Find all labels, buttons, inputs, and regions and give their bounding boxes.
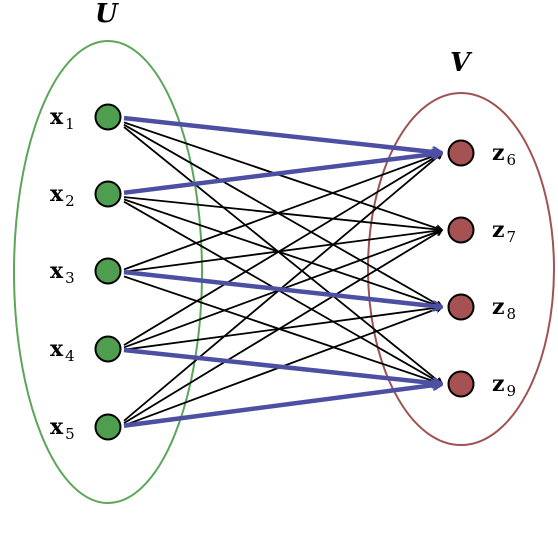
node-label-subscript: 6	[507, 151, 517, 169]
node-label-subscript: 2	[65, 192, 75, 210]
edge-x4-z6	[123, 153, 442, 346]
highlighted-edges-group	[123, 115, 442, 428]
edge-x1-z8	[123, 123, 442, 307]
node-x1	[94, 103, 122, 131]
node-label-base: x	[50, 414, 64, 440]
set-v-ellipse	[367, 92, 555, 446]
node-x4	[94, 335, 122, 363]
edge-x2-z9	[123, 200, 442, 384]
edge-x2-z7	[123, 196, 442, 230]
node-x3	[94, 257, 122, 285]
node-label-base: x	[50, 258, 64, 284]
node-label-subscript: 9	[507, 382, 517, 400]
node-z8	[447, 293, 475, 321]
edge-x1-z9	[123, 126, 442, 384]
highlighted-edge-x4-z9	[123, 347, 442, 384]
set-u-ellipse	[13, 40, 203, 504]
node-label-base: x	[50, 336, 64, 362]
node-z7	[447, 216, 475, 244]
edge-x5-z6	[123, 153, 442, 422]
edge-x3-z7	[123, 230, 442, 273]
node-label-base: z	[492, 294, 505, 320]
set-u-label: U	[95, 0, 119, 29]
edge-x5-z7	[123, 230, 442, 424]
edge-x4-z8	[123, 307, 442, 351]
node-z6	[447, 139, 475, 167]
edge-x1-z7	[123, 121, 442, 230]
node-label-subscript: 7	[507, 228, 517, 246]
highlighted-edge-x3-z8	[123, 269, 442, 307]
node-x2	[94, 180, 122, 208]
edge-x2-z8	[123, 198, 442, 307]
edges-group	[123, 121, 442, 427]
node-label-base: z	[492, 140, 505, 166]
node-label-subscript: 8	[507, 305, 517, 323]
nodes-group	[94, 103, 475, 441]
set-v-label: V	[450, 48, 473, 78]
edge-x3-z9	[123, 275, 442, 384]
node-label-subscript: 3	[65, 269, 75, 287]
node-label-subscript: 4	[65, 347, 75, 365]
node-z9	[447, 370, 475, 398]
edge-x3-z6	[123, 153, 442, 271]
node-label-base: z	[492, 371, 505, 397]
node-label-base: x	[50, 104, 64, 130]
highlighted-edge-x1-z6	[123, 115, 442, 153]
node-label-base: x	[50, 181, 64, 207]
node-x5	[94, 413, 122, 441]
highlighted-edge-x2-z6	[123, 153, 442, 196]
node-label-subscript: 1	[65, 115, 75, 133]
highlighted-edge-x5-z9	[123, 384, 442, 428]
node-label-base: z	[492, 217, 505, 243]
node-label-subscript: 5	[65, 425, 75, 443]
